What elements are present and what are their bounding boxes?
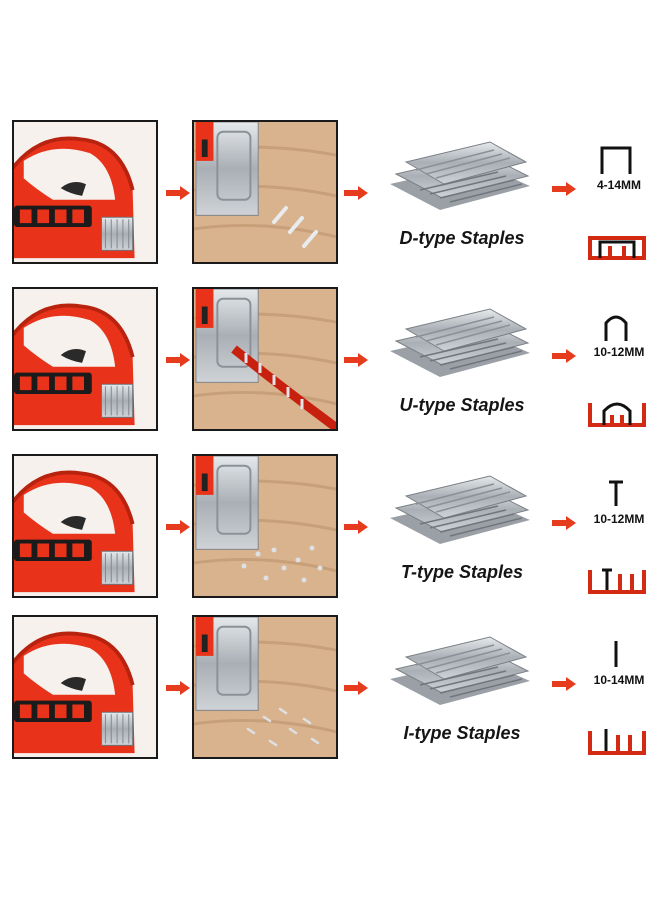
t-staple-icon [609, 480, 623, 506]
stapler-tool-image [12, 120, 158, 264]
t-staple-profile-icon [586, 562, 648, 598]
i-staple-icon [614, 641, 618, 667]
staple-type-label: D-type Staples [399, 228, 525, 248]
staple-row-t: T-type Staples 10-12MM [0, 454, 660, 604]
arrow-right-icon [166, 520, 190, 534]
stapler-tool-image [12, 454, 158, 598]
stapler-tool-image [12, 287, 158, 431]
staples-pile-image [380, 458, 540, 554]
u-staple-icon [604, 315, 628, 341]
staple-size-label: 10-12MM [593, 345, 645, 359]
stapling-demo-image [192, 120, 338, 264]
stapling-demo-image [192, 615, 338, 759]
arrow-right-icon [344, 681, 368, 695]
arrow-right-icon [552, 182, 576, 196]
arrow-right-icon [166, 186, 190, 200]
staple-type-label: U-type Staples [399, 395, 525, 415]
staple-row-i: I-type Staples 10-14MM [0, 615, 660, 765]
staple-row-d: D-type Staples 4-14MM [0, 120, 660, 270]
arrow-right-icon [344, 353, 368, 367]
arrow-right-icon [552, 516, 576, 530]
stapling-demo-image [192, 287, 338, 431]
staple-row-u: U-type Staples 10-12MM [0, 287, 660, 437]
staples-pile-image [380, 291, 540, 387]
d-staple-profile-icon [586, 228, 648, 264]
staple-size-label: 4-14MM [596, 178, 641, 192]
staple-size-label: 10-14MM [593, 673, 645, 687]
arrow-right-icon [166, 353, 190, 367]
staple-type-label: I-type Staples [403, 723, 521, 743]
staples-pile-image [380, 619, 540, 715]
i-staple-profile-icon [586, 723, 648, 759]
staple-type-label: T-type Staples [400, 562, 524, 582]
arrow-right-icon [344, 520, 368, 534]
staple-size-label: 10-12MM [593, 512, 645, 526]
arrow-right-icon [552, 677, 576, 691]
arrow-right-icon [166, 681, 190, 695]
stapler-tool-image [12, 615, 158, 759]
u-staple-profile-icon [586, 395, 648, 431]
stapling-demo-image [192, 454, 338, 598]
staples-pile-image [380, 124, 540, 220]
arrow-right-icon [344, 186, 368, 200]
d-staple-icon [600, 146, 632, 174]
arrow-right-icon [552, 349, 576, 363]
